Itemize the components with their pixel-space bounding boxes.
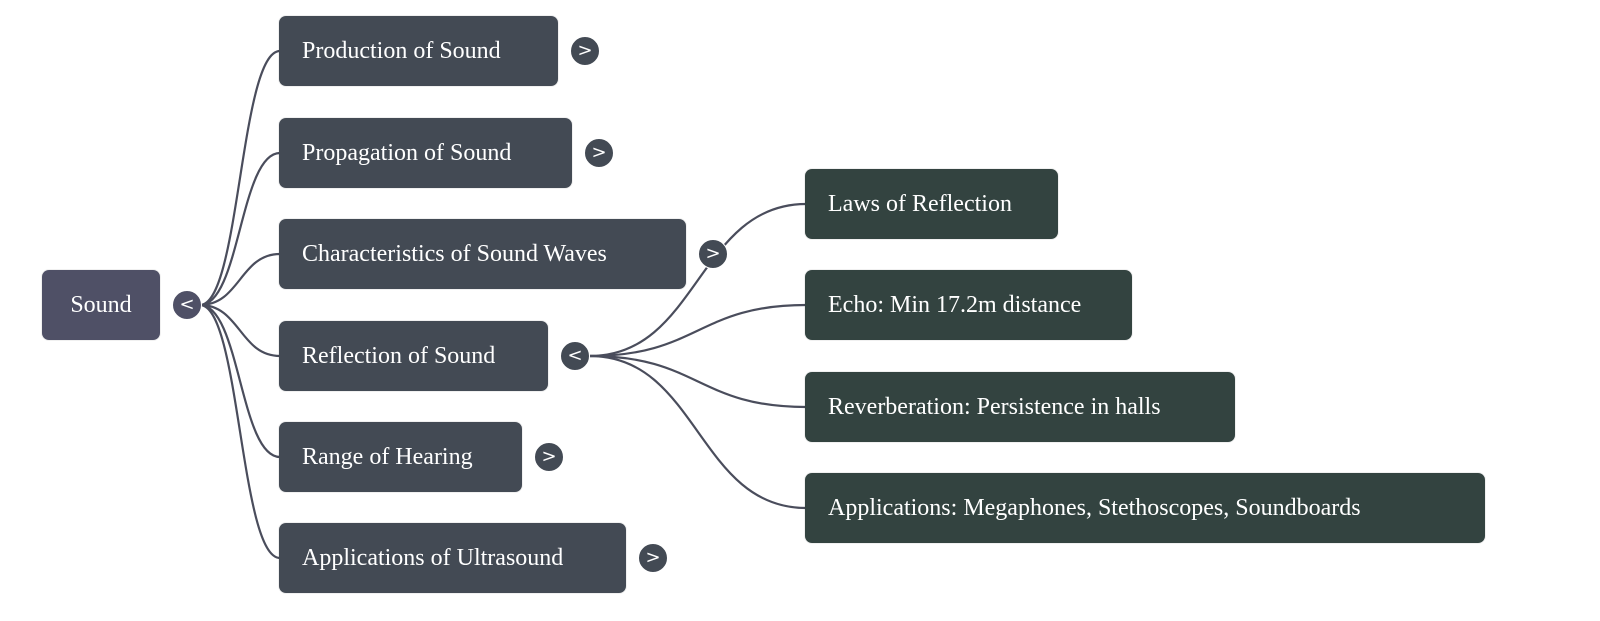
node-label: Applications: Megaphones, Stethoscopes, … (828, 494, 1361, 521)
expand-toggle-propagation[interactable]: > (584, 138, 614, 168)
node-label: Characteristics of Sound Waves (302, 240, 607, 267)
node-laws-of-reflection[interactable]: Laws of Reflection (805, 169, 1058, 239)
node-applications-reflection[interactable]: Applications: Megaphones, Stethoscopes, … (805, 473, 1485, 543)
root-node[interactable]: Sound (42, 270, 160, 340)
edge-root-to-child-1 (199, 151, 281, 307)
edge-root-to-child-2 (199, 252, 281, 307)
root-node-label: Sound (70, 291, 132, 318)
node-applications-of-ultrasound[interactable]: Applications of Ultrasound (279, 523, 626, 593)
edge-root-to-child-5 (199, 303, 281, 560)
node-echo[interactable]: Echo: Min 17.2m distance (805, 270, 1132, 340)
expand-toggle-production[interactable]: > (570, 36, 600, 66)
root-collapse-toggle[interactable]: < (172, 290, 202, 320)
edge-reflection-to-child-2 (589, 354, 807, 409)
node-reflection-of-sound[interactable]: Reflection of Sound (279, 321, 548, 391)
node-range-of-hearing[interactable]: Range of Hearing (279, 422, 522, 492)
node-propagation-of-sound[interactable]: Propagation of Sound (279, 118, 572, 188)
edge-reflection-to-child-3 (589, 354, 807, 510)
node-label: Reverberation: Persistence in halls (828, 393, 1161, 420)
edge-root-to-child-3 (199, 303, 281, 358)
edge-root-to-child-0 (199, 49, 281, 307)
expand-toggle-ultrasound[interactable]: > (638, 543, 668, 573)
node-label: Range of Hearing (302, 443, 473, 470)
edge-root-to-child-4 (199, 303, 281, 459)
node-label: Reflection of Sound (302, 342, 496, 369)
collapse-toggle-reflection[interactable]: < (560, 341, 590, 371)
expand-toggle-characteristics[interactable]: > (698, 239, 728, 269)
node-label: Laws of Reflection (828, 190, 1012, 217)
edge-reflection-to-child-1 (589, 303, 807, 358)
node-characteristics-of-sound-waves[interactable]: Characteristics of Sound Waves (279, 219, 686, 289)
node-label: Echo: Min 17.2m distance (828, 291, 1082, 318)
node-reverberation[interactable]: Reverberation: Persistence in halls (805, 372, 1235, 442)
node-label: Production of Sound (302, 37, 501, 64)
node-production-of-sound[interactable]: Production of Sound (279, 16, 558, 86)
node-label: Propagation of Sound (302, 139, 512, 166)
edge-reflection-to-child-0 (589, 202, 807, 358)
expand-toggle-range-of-hearing[interactable]: > (534, 442, 564, 472)
node-label: Applications of Ultrasound (302, 544, 564, 571)
